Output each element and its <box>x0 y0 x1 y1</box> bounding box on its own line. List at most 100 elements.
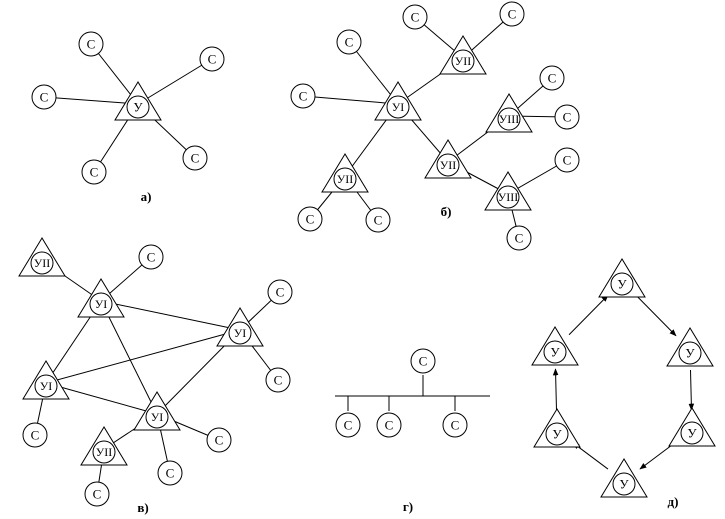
node-circle <box>678 341 702 365</box>
node-v-u2a: УII <box>18 237 66 277</box>
station-v-c1: С <box>138 244 164 270</box>
node-circle <box>451 49 475 73</box>
node-circle <box>436 153 460 177</box>
station-b-c9: С <box>297 206 323 232</box>
captions: а)б)в)г)д) <box>137 189 678 515</box>
station-g-c4: С <box>442 412 468 438</box>
node-circle <box>545 422 569 446</box>
station-label: С <box>147 250 156 265</box>
node-b-u2m: УII <box>424 139 472 179</box>
station-g-c1: С <box>410 348 436 374</box>
station-circle <box>267 279 293 305</box>
node-circle <box>34 374 58 398</box>
station-v-c3: С <box>265 367 291 393</box>
caption-a: а) <box>141 189 152 204</box>
caption-g: г) <box>403 499 413 514</box>
edge-a-u-a-c2 <box>137 58 213 105</box>
station-circle <box>290 83 316 109</box>
node-d-u2: У <box>666 327 714 367</box>
edge-v-u1a-v-u1d <box>100 300 158 415</box>
node-b-u3t: УIII <box>485 93 533 133</box>
station-circle <box>206 427 232 453</box>
station-label: С <box>385 418 394 433</box>
node-d-u1: У <box>598 258 646 298</box>
station-circle <box>31 84 57 110</box>
node-circle <box>30 251 54 275</box>
node-label: УII <box>455 54 472 68</box>
caption-b: б) <box>441 204 452 219</box>
station-b-c2: С <box>290 83 316 109</box>
station-label: С <box>411 10 420 25</box>
node-circle <box>89 292 113 316</box>
node-d-u3: У <box>668 407 716 447</box>
station-circle <box>336 29 362 55</box>
station-label: С <box>508 7 517 22</box>
station-label: С <box>344 418 353 433</box>
node-v-u1a: УI <box>77 278 125 318</box>
node-v-u1c: УI <box>22 360 70 400</box>
station-b-c7: С <box>554 147 580 173</box>
edge-b-u1-b-c1 <box>348 41 399 105</box>
node-circle <box>228 321 252 345</box>
station-circle <box>506 225 532 251</box>
ring-arrow-d-u1-d-u2 <box>635 294 677 337</box>
station-circle <box>157 460 183 486</box>
station-circle <box>199 46 225 72</box>
edge-a-u-a-c3 <box>43 96 139 105</box>
station-v-c4: С <box>22 422 48 448</box>
edge-b-u1-b-c2 <box>302 95 399 105</box>
station-circle <box>182 145 208 171</box>
station-label: С <box>215 433 224 448</box>
ring-arrow-d-u2-d-u3 <box>688 369 695 411</box>
station-a-c1: С <box>78 31 104 57</box>
station-label: С <box>563 153 572 168</box>
node-label: УI <box>392 100 405 114</box>
node-circle <box>333 167 357 191</box>
station-label: С <box>31 428 40 443</box>
station-label: С <box>274 373 283 388</box>
station-a-c5: С <box>182 145 208 171</box>
station-circle <box>499 1 525 27</box>
node-label: УIII <box>499 112 519 126</box>
station-g-c3: С <box>376 412 402 438</box>
station-label: С <box>306 212 315 227</box>
edge-v-u1a-v-u1b <box>100 300 241 331</box>
station-circle <box>265 367 291 393</box>
station-label: С <box>40 90 49 105</box>
station-circle <box>410 348 436 374</box>
station-circle <box>84 481 110 507</box>
station-b-c5: С <box>539 65 565 91</box>
node-circle <box>543 340 567 364</box>
station-a-c4: С <box>81 159 107 185</box>
node-label: УII <box>337 172 354 186</box>
node-label: У <box>550 345 560 360</box>
node-label: У <box>617 277 627 292</box>
station-circle <box>335 412 361 438</box>
node-circle <box>680 421 704 445</box>
node-circle <box>496 185 520 209</box>
node-label: УIII <box>498 190 518 204</box>
node-v-u2b: УII <box>80 426 128 466</box>
node-circle <box>497 107 521 131</box>
station-label: С <box>515 231 524 246</box>
edges <box>34 13 695 495</box>
node-circle <box>612 472 636 496</box>
node-circle <box>92 440 116 464</box>
station-a-c2: С <box>199 46 225 72</box>
station-b-c8: С <box>506 225 532 251</box>
station-b-c3: С <box>402 4 428 30</box>
station-label: С <box>563 110 572 125</box>
node-d-u6: У <box>531 326 579 366</box>
station-label: С <box>345 35 354 50</box>
node-label: УI <box>234 326 247 340</box>
node-label: УII <box>34 256 51 270</box>
node-d-u4: У <box>600 458 648 498</box>
node-d-u5: У <box>533 408 581 448</box>
node-label: У <box>552 427 562 442</box>
station-label: С <box>548 71 557 86</box>
station-label: С <box>276 285 285 300</box>
station-circle <box>365 207 391 233</box>
station-v-c6: С <box>157 460 183 486</box>
